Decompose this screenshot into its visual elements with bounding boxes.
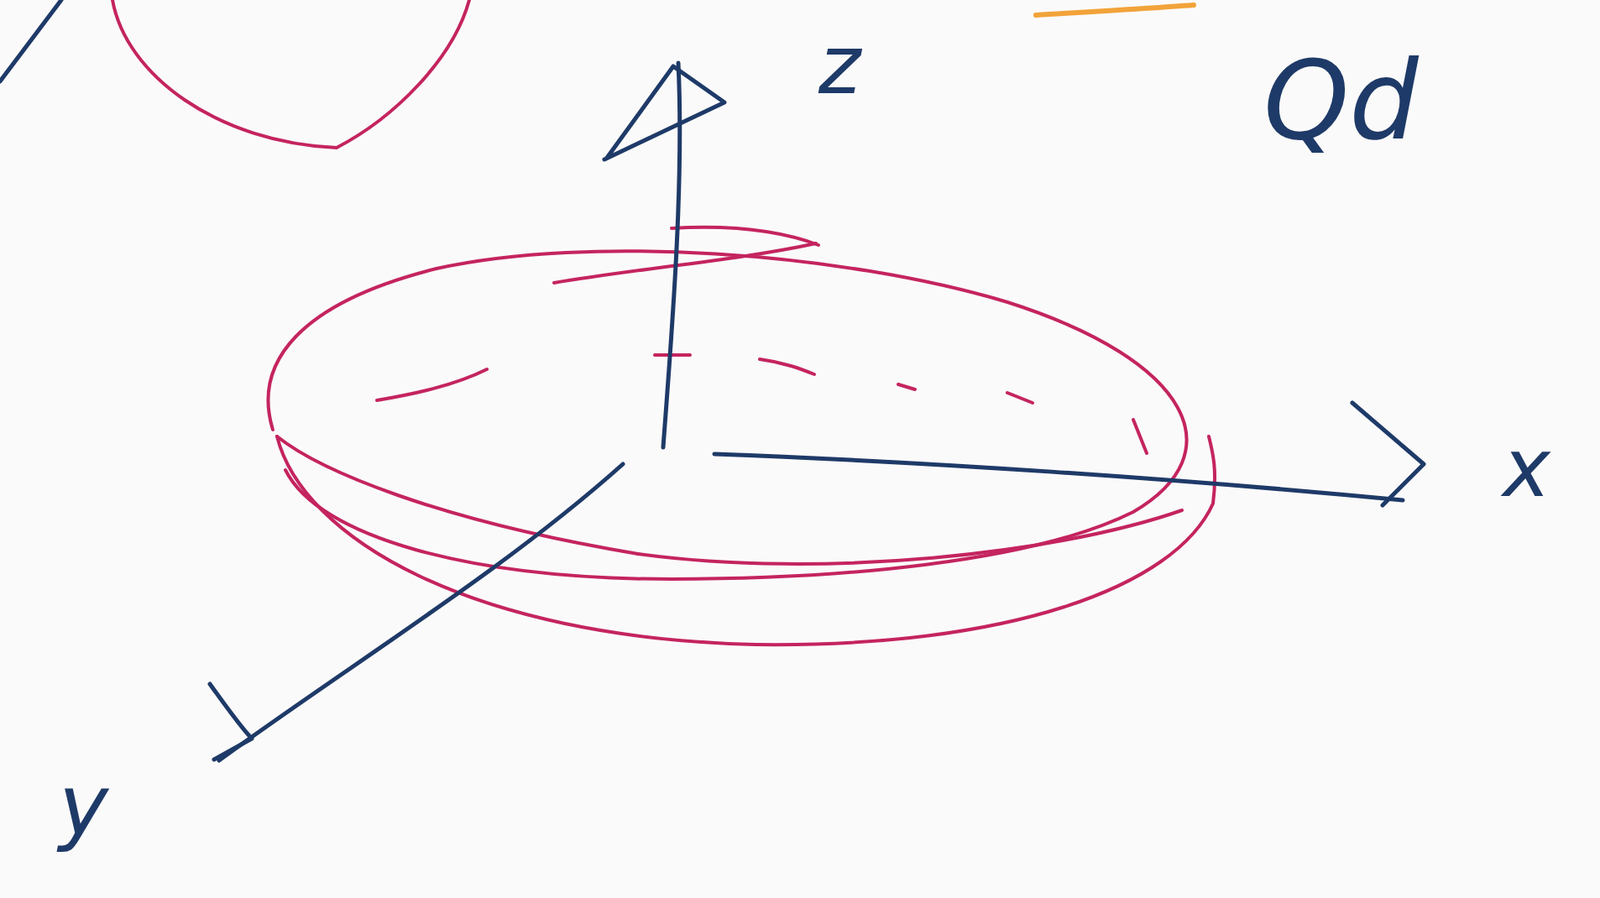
axis-label: y (58, 763, 109, 848)
disk-top-ellipse (268, 250, 1187, 580)
z-arrowhead (604, 66, 725, 160)
curve-fragment (112, 0, 470, 148)
x-arrowhead (1352, 402, 1424, 506)
hidden-edge (376, 369, 487, 401)
highlight-stroke (1035, 5, 1194, 16)
check-mark-fragment (0, 0, 62, 82)
disk-bottom-rim (277, 436, 1215, 645)
hidden-edge-dashes (654, 355, 1147, 454)
disk-top-stroke (671, 227, 819, 246)
handwritten-note: Qd (1263, 46, 1419, 156)
axis-label: x (1502, 428, 1551, 509)
disk-rim-edge (637, 510, 1182, 565)
axis-label: z (818, 25, 861, 106)
disk (268, 227, 1216, 645)
disk-top-stroke (554, 243, 816, 283)
y-arrowhead (209, 684, 252, 760)
y-axis (219, 464, 623, 761)
x-axis (714, 454, 1403, 501)
z-axis (663, 62, 680, 448)
axes (209, 62, 1424, 761)
